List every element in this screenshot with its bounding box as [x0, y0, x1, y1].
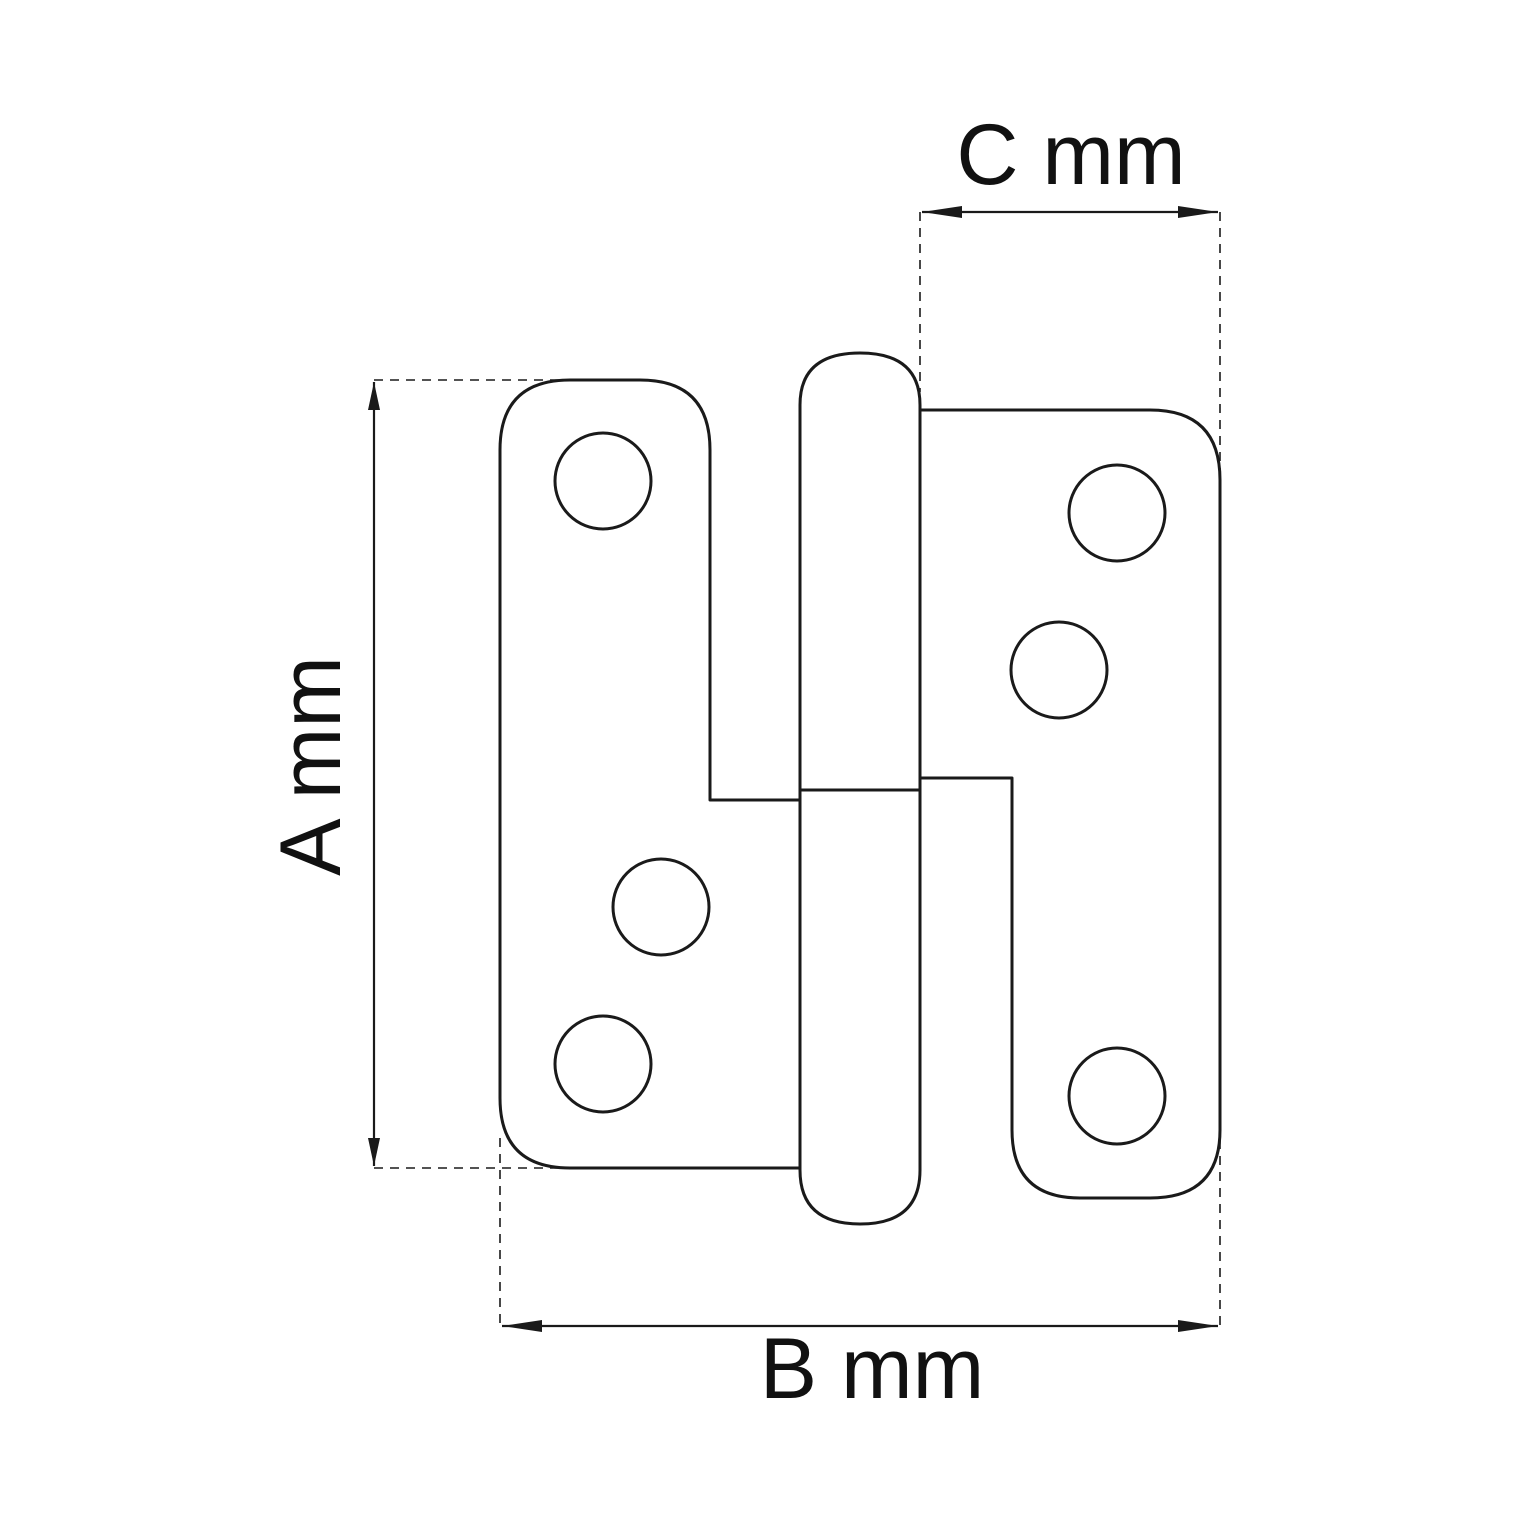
arrowhead-a-bottom	[368, 1138, 380, 1166]
arrowhead-b-left	[502, 1320, 542, 1332]
arrowhead-c-right	[1178, 206, 1218, 218]
dimension-label-a: A mm	[263, 656, 359, 876]
dimension-label-c: C mm	[956, 107, 1185, 203]
screw-hole-right-middle	[1009, 620, 1109, 720]
screw-hole-right-top	[1067, 463, 1167, 563]
screw-hole-left-middle	[611, 857, 711, 957]
left-hinge-leaf	[498, 378, 802, 1170]
right-hinge-leaf	[918, 408, 1222, 1200]
screw-hole-left-top	[553, 431, 653, 531]
arrowhead-a-top	[368, 382, 380, 410]
hinge-knuckle-upper	[798, 351, 922, 792]
dimension-label-b: B mm	[760, 1321, 985, 1417]
screw-hole-left-bottom	[553, 1014, 653, 1114]
screw-hole-right-bottom	[1067, 1046, 1167, 1146]
arrowhead-c-left	[922, 206, 962, 218]
arrowhead-b-right	[1178, 1320, 1218, 1332]
hinge-knuckle-lower	[798, 788, 922, 1226]
